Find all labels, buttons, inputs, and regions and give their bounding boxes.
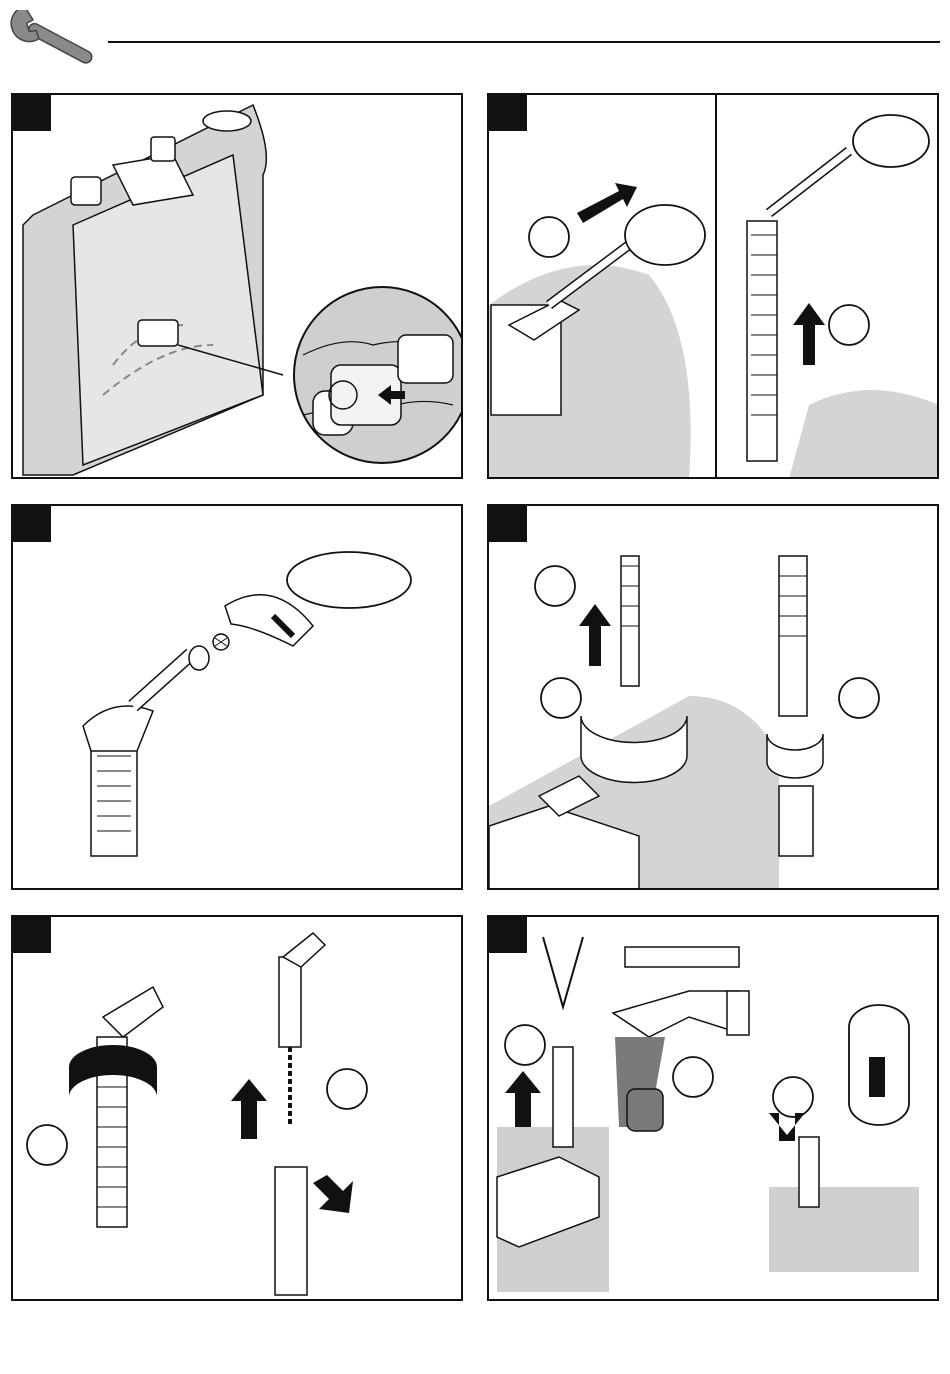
panel-step-3: [11, 504, 463, 890]
hose-connect-illustration: [489, 506, 939, 890]
panel-step-5: [11, 915, 463, 1301]
clean-check-valve-illustration: [489, 917, 939, 1301]
wrench-icon: [6, 10, 106, 80]
hose-swivel-illustration: [13, 917, 463, 1301]
remove-handshower-illustration: [489, 95, 939, 479]
panel-step-2: [487, 93, 939, 479]
header-rule: [108, 41, 940, 43]
panel-step-4: [487, 504, 939, 890]
handshower-strainer-illustration: [13, 506, 463, 890]
panel-step-6: [487, 915, 939, 1301]
panel-step-1: [11, 93, 463, 479]
valve-body-illustration: [13, 95, 463, 479]
